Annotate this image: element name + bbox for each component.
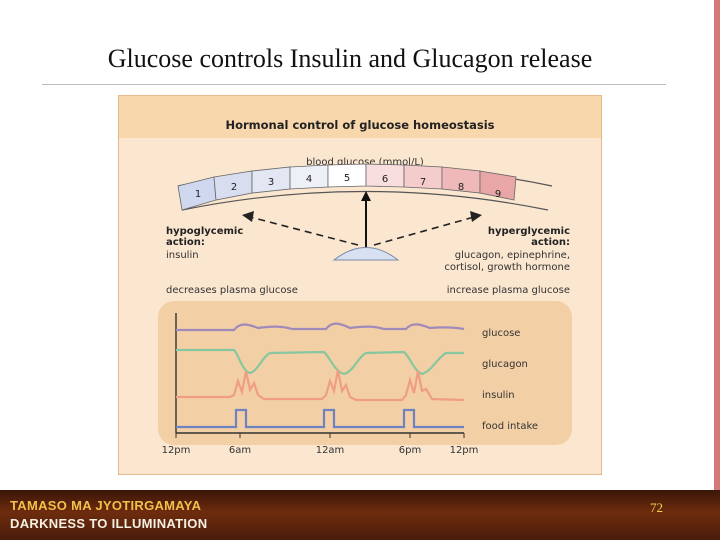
figure-heading: Hormonal control of glucose homeostasis xyxy=(225,118,494,132)
x-tick-label: 12am xyxy=(316,445,345,456)
trace-label-food-intake: food intake xyxy=(482,421,538,432)
trace-glucose xyxy=(176,322,465,332)
hyper-hormones-line2: cortisol, growth hormone xyxy=(444,262,570,273)
x-tick-label: 6am xyxy=(229,445,251,456)
trace-label-glucose: glucose xyxy=(482,328,520,339)
gauge-tick: 2 xyxy=(231,182,237,193)
right-accent-bar xyxy=(714,0,720,490)
gauge-tick: 9 xyxy=(495,189,501,200)
daily-profile-plot: glucose glucagon insulin food intake 12p… xyxy=(158,301,572,456)
glucose-gauge: 1 2 3 4 5 6 7 8 9 xyxy=(177,163,553,211)
title-divider xyxy=(42,84,666,85)
gauge-tick: 4 xyxy=(306,174,312,185)
gauge-segment-9 xyxy=(479,170,517,201)
footer-banner: TAMASO MA JYOTIRGAMAYA DARKNESS TO ILLUM… xyxy=(0,490,720,540)
hypo-hormones: insulin xyxy=(166,250,199,261)
figure-svg: Hormonal control of glucose homeostasis … xyxy=(117,94,603,476)
plot-background xyxy=(158,301,572,445)
trace-food-intake xyxy=(176,408,464,429)
gauge-tick: 7 xyxy=(420,177,426,188)
hypo-title-line2: action: xyxy=(166,237,205,248)
trace-label-glucagon: glucagon xyxy=(482,359,528,370)
gauge-needle xyxy=(332,191,400,261)
hyper-title-line1: hyperglycemic xyxy=(488,226,570,237)
footer-motto-line2: DARKNESS TO ILLUMINATION xyxy=(10,516,208,531)
arrow-to-hyperglycemic xyxy=(373,216,475,246)
hypo-title-line1: hypoglycemic xyxy=(166,226,243,237)
trace-label-insulin: insulin xyxy=(482,390,515,401)
page-number: 72 xyxy=(650,500,663,515)
footer-motto-line1: TAMASO MA JYOTIRGAMAYA xyxy=(10,498,202,513)
hyper-hormones-line1: glucagon, epinephrine, xyxy=(455,250,570,261)
hyper-effect: increase plasma glucose xyxy=(447,285,570,296)
gauge-label: blood glucose (mmol/L) xyxy=(306,157,424,168)
gauge-tick: 1 xyxy=(195,189,201,200)
glucose-homeostasis-figure: Hormonal control of glucose homeostasis … xyxy=(117,94,603,476)
x-tick-label: 12pm xyxy=(450,445,479,456)
figure-header-band xyxy=(119,96,601,138)
x-tick-label: 12pm xyxy=(162,445,191,456)
hypo-effect: decreases plasma glucose xyxy=(166,285,298,296)
gauge-tick: 5 xyxy=(344,173,350,184)
gauge-tick: 6 xyxy=(382,174,388,185)
slide-title: Glucose controls Insulin and Glucagon re… xyxy=(107,44,593,73)
gauge-tick: 8 xyxy=(458,182,464,193)
hyper-title-line2: action: xyxy=(531,237,570,248)
arrow-to-hypoglycemic xyxy=(249,216,359,246)
direction-arrows xyxy=(242,211,482,246)
trace-glucagon xyxy=(176,348,464,376)
gauge-tick: 3 xyxy=(268,177,274,188)
x-tick-label: 6pm xyxy=(399,445,421,456)
gauge-pivot xyxy=(332,247,400,261)
trace-insulin xyxy=(176,369,465,402)
